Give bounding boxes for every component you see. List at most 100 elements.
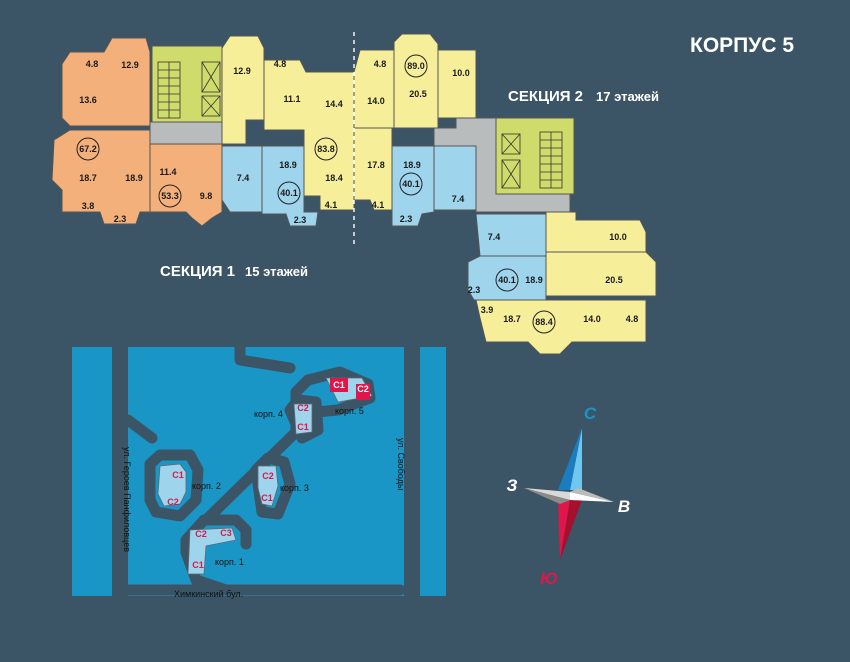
room-area: 18.7 — [503, 314, 521, 324]
room-area: 12.9 — [233, 66, 251, 76]
street-khimkinsky: Химкинский бул. — [174, 589, 243, 599]
room-area: 18.7 — [79, 173, 97, 183]
stair-core-s1 — [151, 45, 223, 123]
room-area: 4.1 — [372, 200, 385, 210]
stair-hatch — [157, 61, 563, 189]
room-area: 2.3 — [468, 285, 481, 295]
room-area: 9.8 — [200, 191, 213, 201]
building-footprints — [157, 377, 373, 575]
room-area: 18.4 — [325, 173, 343, 183]
map-k4-s2: С2 — [297, 403, 309, 413]
map-k2-s1: С1 — [172, 470, 184, 480]
apt-s1-blue-40[interactable] — [261, 145, 319, 227]
room-area: 2.3 — [400, 214, 413, 224]
building-2 — [157, 463, 187, 507]
label-korp-3: корп. 3 — [280, 483, 309, 493]
map-k4-s1: С1 — [297, 422, 309, 432]
room-area: 14.0 — [583, 314, 601, 324]
room-area: 11.1 — [283, 94, 300, 104]
room-area: 7.4 — [452, 194, 465, 204]
apt-s2-top-mid[interactable] — [393, 33, 439, 129]
room-area: 12.9 — [121, 60, 139, 70]
apt-s2-top-right[interactable] — [437, 49, 477, 119]
room-area: 18.9 — [279, 160, 297, 170]
room-area: 83.8 — [317, 144, 335, 154]
compass-west: З — [507, 476, 518, 495]
compass-east: В — [618, 497, 630, 516]
building-3 — [257, 465, 279, 507]
label-korp-4: корп. 4 — [254, 409, 283, 419]
section1-name: СЕКЦИЯ 1 — [160, 263, 235, 280]
section1-heading: СЕКЦИЯ 1 15 этажей — [160, 263, 308, 280]
room-area: 7.4 — [488, 232, 501, 242]
road-svobody — [404, 347, 420, 612]
apt-s1-bottom-left[interactable] — [51, 129, 151, 225]
building-title: КОРПУС 5 — [690, 34, 794, 57]
room-area: 7.4 — [237, 173, 250, 183]
label-korp-5: корп. 5 — [335, 406, 364, 416]
room-area: 4.8 — [86, 59, 99, 69]
room-area: 89.0 — [407, 61, 425, 71]
compass-rose: С Ю В З — [507, 404, 631, 588]
map-k2-s2: С2 — [167, 497, 179, 507]
map-section-labels: С1 С2 С2 С1 С1 С2 С2 С1 С1 С2 С3 — [167, 380, 369, 570]
section1-floors: 15 этажей — [245, 264, 308, 279]
room-area: 17.8 — [367, 160, 385, 170]
building-4 — [293, 403, 313, 435]
apt-s1-top-right[interactable] — [221, 35, 265, 145]
map-k3-s2: С2 — [262, 471, 274, 481]
room-area: 3.8 — [82, 201, 95, 211]
apt-s1-bottom-mid[interactable] — [149, 143, 223, 227]
section2-name: СЕКЦИЯ 2 — [508, 88, 583, 105]
room-area: 10.0 — [609, 232, 627, 242]
room-area: 4.8 — [626, 314, 639, 324]
floor-plan — [51, 33, 657, 355]
section2-heading: СЕКЦИЯ 2 17 этажей — [508, 88, 659, 105]
room-area: 4.8 — [274, 59, 287, 69]
map-k3-s1: С1 — [261, 493, 273, 503]
map-k5-s2: С2 — [357, 384, 369, 394]
apt-s2-right-mid[interactable] — [545, 251, 657, 297]
room-area: 14.0 — [367, 96, 385, 106]
room-area: 11.4 — [159, 167, 176, 177]
apt-s1-blue-small[interactable] — [221, 145, 263, 213]
room-area: 3.9 — [481, 305, 494, 315]
area-circles — [76, 54, 556, 334]
apt-s1-center[interactable] — [263, 59, 355, 211]
map-k1-s2: С2 — [195, 529, 207, 539]
room-area: 2.3 — [294, 215, 307, 225]
label-korp-1: корп. 1 — [215, 557, 244, 567]
street-panfilovtsev: ул. Героев Панфиловцев — [122, 447, 132, 552]
room-area: 40.1 — [280, 188, 298, 198]
room-area: 40.1 — [402, 179, 420, 189]
road-panfilovtsev — [112, 347, 128, 612]
building-5-c1[interactable] — [330, 378, 348, 392]
room-labels-s2: 4.8 89.0 10.0 14.0 20.5 17.8 4.1 18.9 40… — [367, 59, 638, 327]
room-area: 67.2 — [79, 144, 97, 154]
room-area: 40.1 — [498, 275, 516, 285]
building-5-c2[interactable] — [356, 384, 370, 400]
apt-s2-right-top[interactable] — [545, 211, 647, 253]
compass-south: Ю — [540, 569, 558, 588]
room-area: 2.3 — [114, 214, 127, 224]
room-area: 53.3 — [161, 191, 179, 201]
map-k5-s1: С1 — [333, 380, 345, 390]
apt-s1-top-left[interactable] — [61, 37, 151, 127]
room-area: 18.9 — [403, 160, 421, 170]
compass-north: С — [584, 404, 597, 423]
apt-s2-bottom[interactable] — [475, 299, 647, 355]
room-area: 10.0 — [452, 68, 470, 78]
room-area: 13.6 — [79, 95, 97, 105]
apt-s2-blue-74-lower[interactable] — [475, 213, 547, 257]
site-map: С1 С2 С2 С1 С1 С2 С2 С1 С1 С2 С3 корп. 4… — [72, 341, 446, 612]
section2-floors: 17 этажей — [596, 89, 659, 104]
room-area: 14.4 — [325, 99, 343, 109]
map-k1-s3: С3 — [220, 528, 232, 538]
label-korp-2: корп. 2 — [192, 481, 221, 491]
room-area: 4.1 — [325, 200, 338, 210]
room-area: 4.8 — [374, 59, 387, 69]
map-building-labels: корп. 4 корп. 5 корп. 2 корп. 3 корп. 1 — [192, 406, 364, 567]
room-area: 18.9 — [125, 173, 143, 183]
